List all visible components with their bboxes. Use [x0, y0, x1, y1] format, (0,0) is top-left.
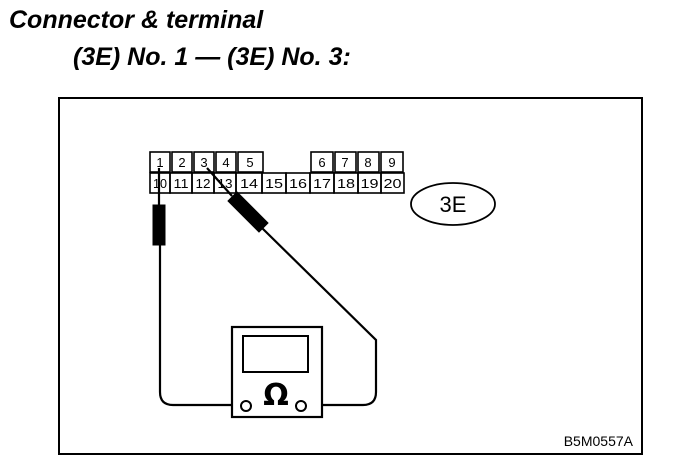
terminal-number-8: 8	[364, 155, 371, 170]
heading-title: Connector & terminal	[9, 6, 264, 34]
terminal-number-2: 2	[178, 155, 185, 170]
terminal-box-8	[357, 151, 380, 173]
terminal-number-5: 5	[246, 155, 253, 170]
terminal-box-2	[171, 151, 193, 173]
terminal-number-14: 14	[240, 176, 258, 191]
terminal-number-9: 9	[388, 155, 395, 170]
terminal-box-7	[334, 151, 357, 173]
ohmmeter-icon	[230, 325, 324, 419]
connector-label: 3E	[440, 192, 467, 217]
terminal-number-13: 13	[218, 176, 233, 191]
test-probe-right	[206, 167, 269, 233]
test-probe-left	[152, 168, 166, 246]
terminal-number-16: 16	[289, 176, 307, 191]
terminal-number-17: 17	[313, 176, 331, 191]
terminal-box-3	[193, 151, 215, 173]
terminal-number-1: 1	[156, 155, 163, 170]
wiring-diagram-frame	[58, 97, 643, 455]
connector-top-row	[149, 151, 404, 173]
terminal-number-7: 7	[341, 155, 348, 170]
terminal-box-9	[380, 151, 404, 173]
heading-subtitle: (3E) No. 1 — (3E) No. 3:	[73, 43, 351, 71]
terminal-number-3: 3	[200, 155, 207, 170]
terminal-box-6	[310, 151, 334, 173]
terminal-number-11: 11	[174, 176, 189, 191]
terminal-number-20: 20	[384, 176, 402, 191]
terminal-number-15: 15	[265, 176, 283, 191]
terminal-box-5	[237, 151, 264, 173]
terminal-number-12: 12	[196, 176, 211, 191]
connector-label-oval	[410, 182, 496, 226]
terminal-number-19: 19	[361, 176, 379, 191]
test-lead-wire-left	[158, 245, 240, 407]
terminal-number-4: 4	[222, 155, 229, 170]
terminal-number-18: 18	[337, 176, 355, 191]
test-lead-wire-right	[261, 227, 378, 407]
ohm-symbol: Ω	[263, 378, 289, 413]
terminal-box-20	[380, 172, 405, 194]
figure-code: B5M0557A	[564, 433, 634, 449]
terminal-number-6: 6	[318, 155, 325, 170]
terminal-box-4	[215, 151, 237, 173]
connector-bottom-row	[149, 172, 405, 194]
